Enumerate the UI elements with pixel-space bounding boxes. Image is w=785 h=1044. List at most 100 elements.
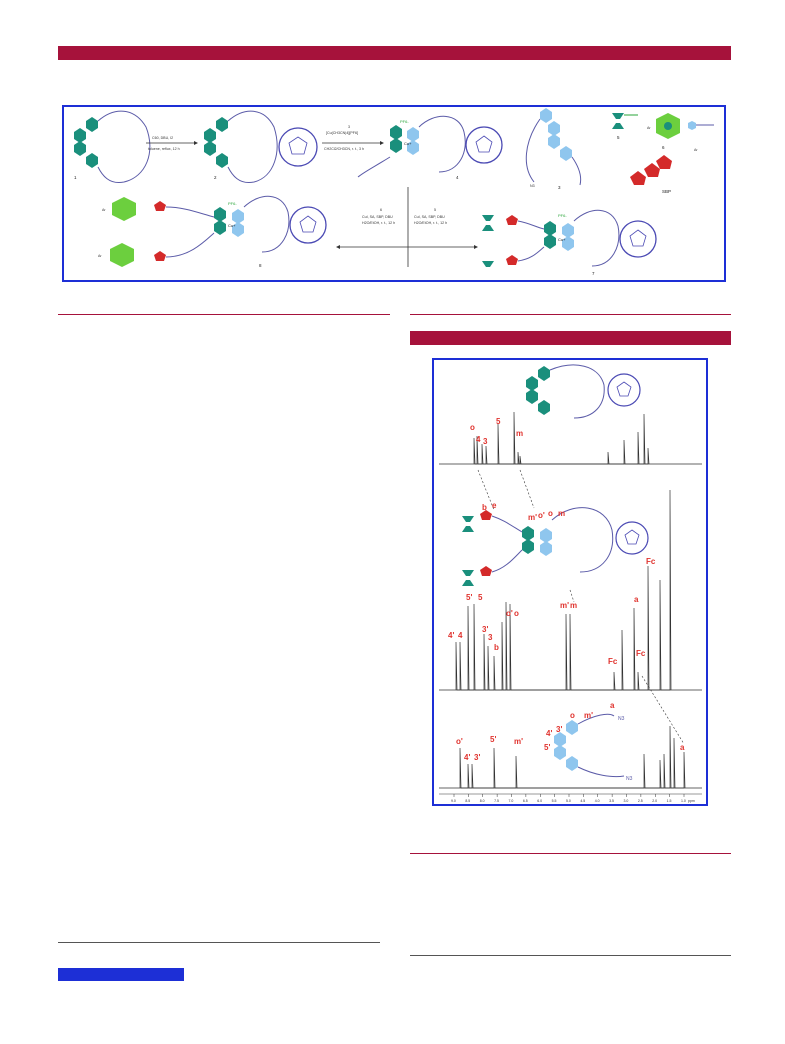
axis-tick-label: 1.0 xyxy=(681,799,686,803)
top-spectrum: o 4 3 5 m xyxy=(439,411,702,465)
svg-text:m': m' xyxy=(560,601,569,610)
compound-4: PF6- Cu+ 4 xyxy=(357,115,503,180)
svg-text:Ar: Ar xyxy=(647,126,651,130)
svg-text:Cu+: Cu+ xyxy=(558,237,566,242)
bottom-structure: N3 N3 4' 3' 5' o m' a xyxy=(544,701,633,782)
svg-text:ppm: ppm xyxy=(688,799,695,803)
svg-text:5: 5 xyxy=(478,593,483,602)
svg-text:3': 3' xyxy=(556,725,562,734)
step4-number: 5 xyxy=(434,208,436,212)
header-bar xyxy=(58,46,731,60)
step1-conditions: toluene, reflux, 12 h xyxy=(148,147,180,151)
svg-text:5': 5' xyxy=(544,743,550,752)
axis-tick-label: 4.0 xyxy=(595,799,600,803)
svg-text:o: o xyxy=(514,609,519,618)
svg-text:3': 3' xyxy=(482,625,488,634)
svg-text:Cu+: Cu+ xyxy=(404,141,412,146)
axis-tick-label: 8.5 xyxy=(465,799,470,803)
svg-text:a: a xyxy=(610,701,615,710)
svg-text:o': o' xyxy=(456,737,463,746)
svg-text:3: 3 xyxy=(558,185,561,190)
svg-text:Fc: Fc xyxy=(646,557,656,566)
svg-text:4: 4 xyxy=(458,631,463,640)
svg-text:5: 5 xyxy=(617,135,620,140)
right-bottom-rule xyxy=(410,955,731,956)
svg-text:PF6-: PF6- xyxy=(558,213,567,218)
svg-text:Fc: Fc xyxy=(636,649,646,658)
axis-tick-label: 8.0 xyxy=(480,799,485,803)
step3-line2: H2O/EtOH, r. t., 12 h xyxy=(362,221,395,225)
axis-tick-label: 2.5 xyxy=(638,799,643,803)
svg-text:N3: N3 xyxy=(530,184,535,188)
blue-link-bar[interactable] xyxy=(58,968,184,981)
svg-text:PF6-: PF6- xyxy=(228,201,237,206)
svg-text:4': 4' xyxy=(464,753,470,762)
axis-tick-label: 9.0 xyxy=(451,799,456,803)
svg-text:a: a xyxy=(634,595,639,604)
label-o: o xyxy=(470,423,475,432)
svg-text:Ar: Ar xyxy=(98,254,102,258)
compound-6: Ar 6 Ar xyxy=(647,113,714,152)
nmr-figure: o 4 3 5 m b e m' xyxy=(432,358,708,806)
svg-text:3': 3' xyxy=(474,753,480,762)
step1-reagents: C60, DBU, I2 xyxy=(152,136,173,140)
label-4: 4 xyxy=(476,435,481,444)
step4-line1: CuI, SA, SBP, DBU xyxy=(414,215,445,219)
step2-reagent: [Cu(CH3CN)4][PF6] xyxy=(326,131,358,135)
axis-tick-label: 6.0 xyxy=(537,799,542,803)
svg-text:e: e xyxy=(492,501,497,510)
compound-sbp: SBP xyxy=(630,155,672,194)
compound-3: N3 3 xyxy=(525,108,582,190)
svg-text:a: a xyxy=(680,743,685,752)
svg-text:m': m' xyxy=(514,737,523,746)
axis-tick-label: 3.5 xyxy=(609,799,614,803)
svg-text:o': o' xyxy=(506,609,513,618)
svg-text:N3: N3 xyxy=(618,716,625,722)
svg-text:m': m' xyxy=(584,711,593,720)
svg-text:m: m xyxy=(558,509,565,518)
svg-text:2: 2 xyxy=(214,175,217,180)
svg-text:4': 4' xyxy=(448,631,454,640)
right-section-rule xyxy=(410,314,731,315)
compound-8: Ar Ar PF6- Cu+ 8 xyxy=(98,195,327,268)
svg-text:3: 3 xyxy=(488,633,493,642)
axis-tick-label: 1.5 xyxy=(667,799,672,803)
step4-line2: H2O/EtOH, r. t., 12 h xyxy=(414,221,447,225)
label-3: 3 xyxy=(483,437,488,446)
axis-tick-label: 3.0 xyxy=(624,799,629,803)
svg-text:o': o' xyxy=(538,511,545,520)
compound-7: PF6- Cu+ 7 xyxy=(482,209,657,276)
label-m: m xyxy=(516,429,523,438)
svg-text:7: 7 xyxy=(592,271,595,276)
step2-conditions: CH2Cl2/CH3CN, r. t., 3 h xyxy=(324,147,364,151)
svg-text:4': 4' xyxy=(546,729,552,738)
mid-structure: b e m' o' o m xyxy=(462,501,649,586)
top-structure xyxy=(526,364,641,419)
step3-line1: CuI, SA, SBP, DBU xyxy=(362,215,393,219)
svg-text:o: o xyxy=(548,509,553,518)
axis-tick-label: 5.0 xyxy=(566,799,571,803)
bottom-spectrum: o' 4' 3' 5' m' a xyxy=(439,725,702,789)
svg-text:6: 6 xyxy=(662,145,665,150)
svg-text:b: b xyxy=(482,503,487,512)
synthesis-scheme-figure: 1 C60, DBU, I2 toluene, reflux, 12 h 2 3… xyxy=(62,105,726,282)
right-header-bar xyxy=(410,331,731,345)
svg-text:4: 4 xyxy=(456,175,459,180)
axis-tick-label: 4.5 xyxy=(580,799,585,803)
left-section-rule xyxy=(58,314,390,315)
svg-text:Cu+: Cu+ xyxy=(228,223,236,228)
left-footnote-rule xyxy=(58,942,380,943)
svg-text:Ar: Ar xyxy=(694,148,698,152)
svg-text:5': 5' xyxy=(490,735,496,744)
step3-number: 6 xyxy=(380,208,382,212)
axis-tick-label: 2.0 xyxy=(652,799,657,803)
axis-tick-label: 7.0 xyxy=(509,799,514,803)
svg-text:PF6-: PF6- xyxy=(400,119,409,124)
compound-2: 2 xyxy=(204,110,318,184)
svg-text:8: 8 xyxy=(259,263,262,268)
svg-text:SBP: SBP xyxy=(662,189,671,194)
svg-text:m': m' xyxy=(528,513,537,522)
svg-text:1: 1 xyxy=(74,175,77,180)
axis-tick-label: 6.5 xyxy=(523,799,528,803)
